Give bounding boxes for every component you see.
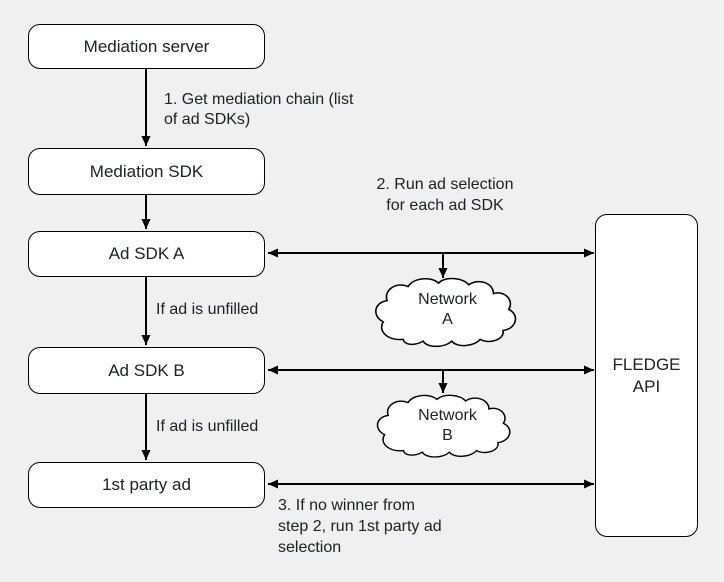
cloud-network-b-label: Network B xyxy=(385,406,510,446)
cloud-label-line: A xyxy=(442,311,453,328)
annotation-line: If ad is unfilled xyxy=(156,301,259,318)
annotation-unfilled-a: If ad is unfilled xyxy=(156,300,258,320)
node-ad-sdk-a: Ad SDK A xyxy=(28,231,265,277)
annotation-line: 1. Get mediation chain (list xyxy=(164,91,354,108)
annotation-line: If ad is unfilled xyxy=(156,418,259,435)
annotation-line: selection xyxy=(278,539,342,556)
cloud-label-line: Network xyxy=(418,407,477,424)
node-mediation-server: Mediation server xyxy=(28,24,265,69)
cloud-network-a-label: Network A xyxy=(385,290,510,330)
annotation-line: step 2, run 1st party ad xyxy=(278,518,442,535)
annotation-unfilled-b: If ad is unfilled xyxy=(156,417,258,437)
cloud-label-line: B xyxy=(442,427,453,444)
node-ad-sdk-b: Ad SDK B xyxy=(28,347,265,394)
node-label: Ad SDK A xyxy=(108,244,185,263)
node-label-line: FLEDGE xyxy=(612,354,681,374)
annotation-line: for each ad SDK xyxy=(386,197,504,214)
node-fledge-api: FLEDGE API xyxy=(595,214,698,537)
node-first-party-ad: 1st party ad xyxy=(28,462,265,508)
annotation-line: 3. If no winner from xyxy=(278,497,415,514)
node-mediation-sdk: Mediation SDK xyxy=(28,148,265,195)
node-label: 1st party ad xyxy=(102,475,191,494)
annotation-line: 2. Run ad selection xyxy=(376,176,514,193)
node-label: Ad SDK B xyxy=(108,360,185,380)
cloud-label-line: Network xyxy=(418,291,477,308)
annotation-step2: 2. Run ad selection for each ad SDK xyxy=(369,174,521,216)
annotation-step3: 3. If no winner from step 2, run 1st par… xyxy=(278,495,473,558)
node-label: Mediation server xyxy=(83,36,210,56)
annotation-step1: 1. Get mediation chain (list of ad SDKs) xyxy=(164,90,384,130)
node-label: Mediation SDK xyxy=(89,161,204,181)
node-label-line: API xyxy=(632,376,661,396)
annotation-line: of ad SDKs) xyxy=(164,111,251,128)
